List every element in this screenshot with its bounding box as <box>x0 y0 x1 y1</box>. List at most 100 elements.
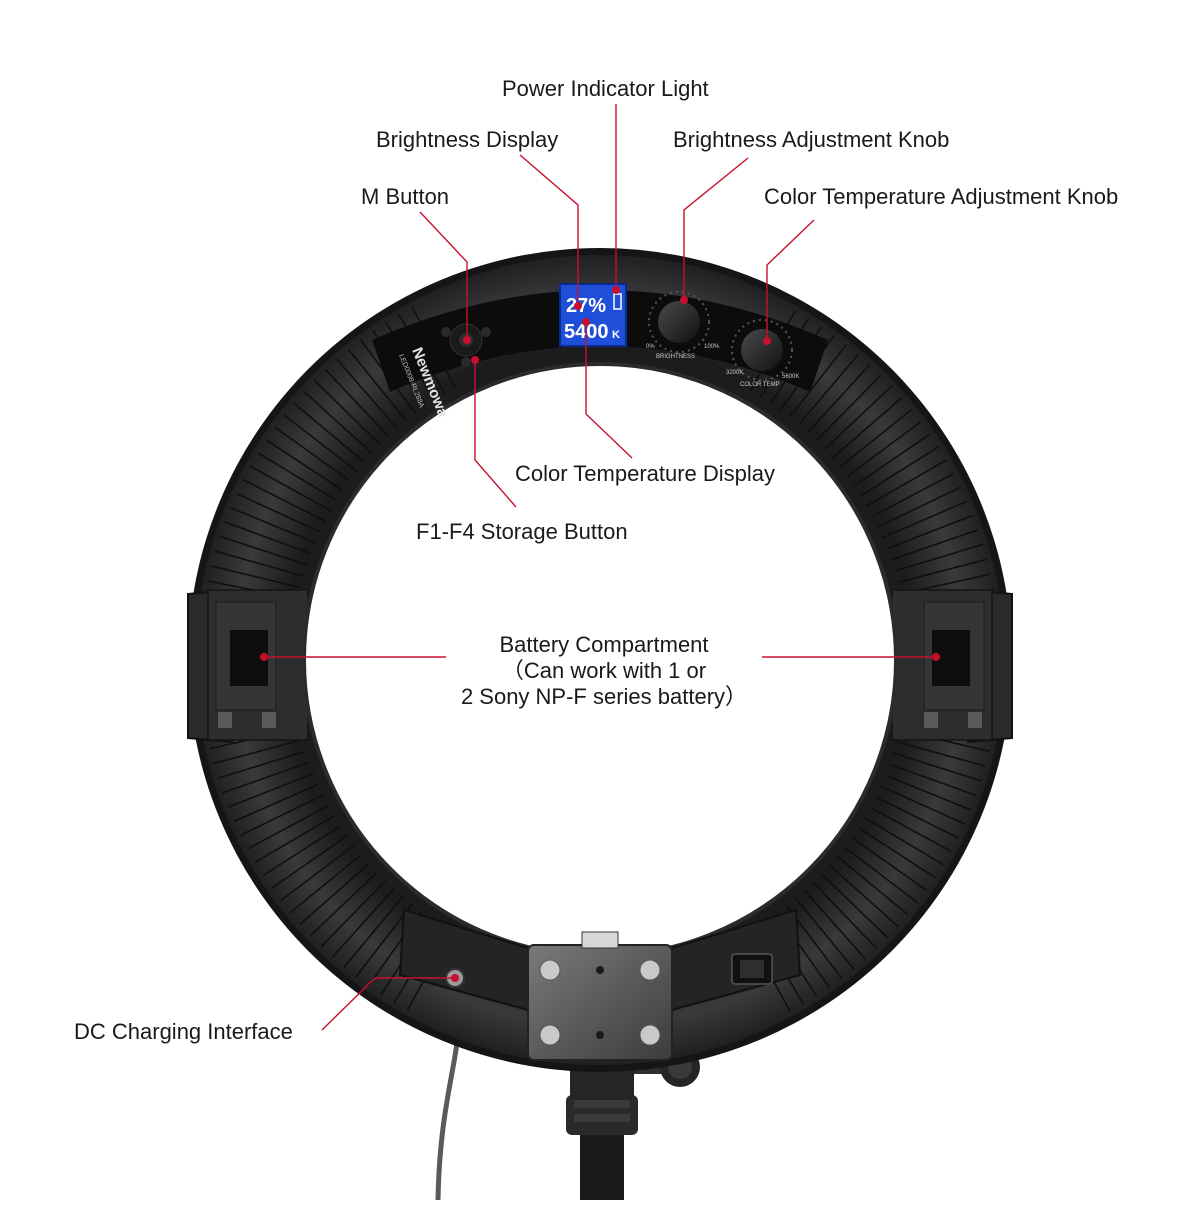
cooling-fin <box>880 785 966 825</box>
label-battery-line-3: 2 Sony NP-F series battery） <box>460 684 748 709</box>
label-battery-line-1: Battery Compartment <box>499 632 709 657</box>
cooling-fin <box>889 763 977 797</box>
dot-color-temp-knob <box>763 337 771 345</box>
leader-brightness-display <box>519 154 579 304</box>
cooling-fin <box>807 364 871 434</box>
cooling-fin <box>240 794 324 837</box>
cooling-fin <box>227 772 314 808</box>
dot-battery-left <box>260 653 268 661</box>
lcd-brightness-value: 27% <box>566 295 606 317</box>
color-temp-knob: COLOR TEMP 3200K 5600K <box>726 319 799 388</box>
cooling-fin <box>299 863 370 926</box>
label-storage-button: F1-F4 Storage Button <box>416 519 628 544</box>
mount-thread <box>574 1100 630 1122</box>
cooling-fin <box>885 774 972 811</box>
cooling-fin <box>788 344 847 418</box>
cooling-fin <box>283 414 358 472</box>
leader-storage-button <box>474 360 517 508</box>
dot-brightness-knob <box>680 296 688 304</box>
cooling-fin <box>851 836 928 892</box>
leader-m-button <box>419 211 468 340</box>
cooling-fin <box>211 565 301 589</box>
cooling-fin <box>897 558 988 584</box>
cooling-fin <box>224 521 312 555</box>
callout-leaders <box>264 104 936 1031</box>
label-color-temperature-display: Color Temperature Display <box>515 461 776 486</box>
cooling-fin <box>803 889 867 960</box>
cooling-fin <box>794 897 855 970</box>
cooling-fin <box>289 854 362 914</box>
cooling-fin <box>846 420 922 478</box>
cooling-fin <box>798 353 859 426</box>
brightness-knob-min: 0% <box>646 344 655 350</box>
label-m-button: M Button <box>361 184 450 209</box>
cooling-fin <box>233 783 319 823</box>
cooling-fin <box>222 761 310 794</box>
cooling-fin <box>896 741 986 767</box>
cooling-fin <box>293 402 365 463</box>
brightness-knob-label: BRIGHTNESS <box>656 354 695 360</box>
dot-m-button <box>463 336 471 344</box>
cooling-fin <box>249 465 332 512</box>
cooling-fin <box>893 752 982 782</box>
cooling-fin <box>219 535 308 566</box>
callout-dots <box>260 286 940 982</box>
cooling-fin <box>821 873 889 939</box>
label-brightness-display: Brightness Display <box>376 127 559 152</box>
label-dc-charging-interface: DC Charging Interface <box>74 1019 293 1044</box>
cooling-fin <box>213 738 303 765</box>
cooling-fin <box>836 855 909 916</box>
cooling-fin <box>815 374 882 442</box>
leader-dc-interface <box>321 977 455 1031</box>
cooling-fin <box>262 825 341 877</box>
dot-storage-button <box>471 356 479 364</box>
battery-plate-right <box>923 601 985 728</box>
cooling-fin <box>214 550 304 577</box>
cooling-fin <box>844 846 919 904</box>
lcd-kelvin-unit: K <box>612 329 620 341</box>
cooling-fin <box>343 896 404 968</box>
cooling-fin <box>829 864 899 928</box>
color-temp-knob-max: 5600K <box>782 374 799 380</box>
cooling-fin <box>280 844 355 902</box>
cooling-fin <box>894 543 984 572</box>
cooling-fin <box>303 390 373 454</box>
cooling-fin <box>875 796 959 839</box>
cooling-fin <box>235 492 321 533</box>
lcd-screen: 27% 5400 K <box>559 283 627 347</box>
cooling-fin <box>872 472 955 518</box>
leader-color-temp-display <box>585 322 633 459</box>
cooling-fin <box>890 529 979 561</box>
battery-level-icon <box>613 293 622 310</box>
label-battery-compartment: Battery Compartment （Can work with 1 or … <box>446 632 762 710</box>
label-battery-line-2: （Can work with 1 or <box>501 658 707 683</box>
cooling-fin <box>229 506 316 544</box>
cooling-fin <box>331 888 395 958</box>
cooling-fin <box>877 486 962 528</box>
cooling-fin <box>242 478 326 522</box>
brightness-knob: BRIGHTNESS 0% 100% <box>646 291 720 360</box>
cooling-fin <box>335 358 398 429</box>
label-color-temperature-adjustment-knob: Color Temperature Adjustment Knob <box>764 184 1119 209</box>
cooling-fin <box>274 426 351 482</box>
cooling-fin <box>257 452 337 502</box>
cooling-fin <box>324 368 389 437</box>
cooling-fin <box>864 817 944 866</box>
cooling-fin <box>853 433 931 487</box>
color-temp-knob-label: COLOR TEMP <box>740 382 780 388</box>
dot-power-indicator <box>612 286 620 294</box>
cooling-fin <box>247 804 329 850</box>
leader-brightness-knob <box>683 157 749 300</box>
cooling-fin <box>882 500 968 539</box>
cooling-fin <box>823 385 893 450</box>
dot-dc-interface <box>451 974 459 982</box>
label-brightness-adjustment-knob: Brightness Adjustment Knob <box>673 127 950 152</box>
cooling-fin <box>254 815 335 864</box>
dot-color-temp-display <box>582 318 590 326</box>
leader-color-temp-knob <box>766 219 815 340</box>
cooling-fin <box>812 881 878 950</box>
cooling-fin <box>866 459 947 507</box>
cooling-fin <box>271 835 348 889</box>
